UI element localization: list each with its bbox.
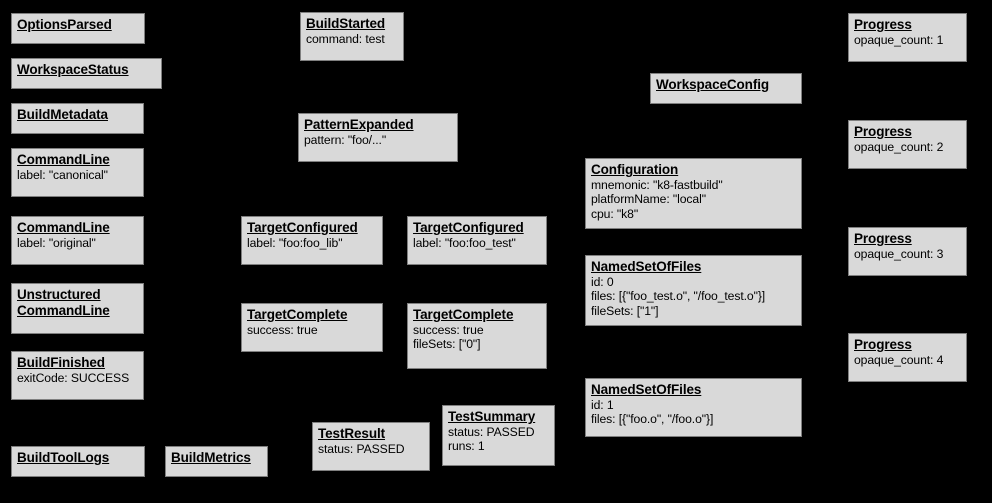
node-build-tool-logs[interactable]: BuildToolLogs: [11, 446, 145, 477]
node-field-files: files: [{"foo.o", "/foo.o"}]: [591, 412, 714, 427]
node-field-label: label: "foo:foo_test": [413, 235, 516, 250]
node-workspace-status[interactable]: WorkspaceStatus: [11, 58, 162, 89]
node-title: TargetConfigured: [247, 220, 358, 235]
node-field-opaque-count: opaque_count: 4: [854, 352, 944, 367]
node-unstructured-command-line[interactable]: Unstructured CommandLine: [11, 283, 144, 334]
node-field-mnemonic: mnemonic: "k8-fastbuild": [591, 177, 723, 192]
node-title: Unstructured CommandLine: [17, 287, 110, 318]
node-field-opaque-count: opaque_count: 1: [854, 32, 944, 47]
node-field-exit-code: exitCode: SUCCESS: [17, 370, 130, 385]
node-title: TargetConfigured: [413, 220, 524, 235]
node-title: Progress: [854, 17, 912, 32]
node-progress-4[interactable]: Progress opaque_count: 4: [848, 333, 967, 382]
node-title: TargetComplete: [247, 307, 348, 322]
node-title: Configuration: [591, 162, 679, 177]
node-command-line-canonical[interactable]: CommandLine label: "canonical": [11, 148, 144, 197]
node-field-files: files: [{"foo_test.o", "/foo_test.o"}]: [591, 289, 766, 304]
node-field-id: id: 1: [591, 397, 614, 412]
node-field-runs: runs: 1: [448, 439, 485, 454]
node-target-configured-test[interactable]: TargetConfigured label: "foo:foo_test": [407, 216, 547, 265]
node-title: TestResult: [318, 426, 386, 441]
node-named-set-of-files-1[interactable]: NamedSetOfFiles id: 1 files: [{"foo.o", …: [585, 378, 802, 437]
node-field-file-sets: fileSets: ["0"]: [413, 337, 481, 352]
node-target-configured-lib[interactable]: TargetConfigured label: "foo:foo_lib": [241, 216, 383, 265]
node-title: Progress: [854, 231, 912, 246]
node-title: BuildStarted: [306, 16, 386, 31]
node-configuration[interactable]: Configuration mnemonic: "k8-fastbuild" p…: [585, 158, 802, 229]
node-title: WorkspaceConfig: [656, 77, 770, 92]
node-build-metrics[interactable]: BuildMetrics: [165, 446, 268, 477]
node-title: BuildToolLogs: [17, 450, 110, 465]
node-title: PatternExpanded: [304, 117, 414, 132]
node-title: Progress: [854, 124, 912, 139]
node-progress-2[interactable]: Progress opaque_count: 2: [848, 120, 967, 169]
node-title: CommandLine: [17, 152, 110, 167]
node-named-set-of-files-0[interactable]: NamedSetOfFiles id: 0 files: [{"foo_test…: [585, 255, 802, 326]
node-progress-3[interactable]: Progress opaque_count: 3: [848, 227, 967, 276]
node-field-file-sets: fileSets: ["1"]: [591, 303, 659, 318]
node-target-complete-test[interactable]: TargetComplete success: true fileSets: […: [407, 303, 547, 369]
node-title: BuildMetrics: [171, 450, 251, 465]
node-command-line-original[interactable]: CommandLine label: "original": [11, 216, 144, 265]
node-field-label: label: "canonical": [17, 167, 108, 182]
node-build-metadata[interactable]: BuildMetadata: [11, 103, 144, 134]
node-workspace-config[interactable]: WorkspaceConfig: [650, 73, 802, 104]
node-field-opaque-count: opaque_count: 3: [854, 246, 944, 261]
node-field-status: status: PASSED: [318, 441, 405, 456]
node-title: BuildMetadata: [17, 107, 108, 122]
node-title: WorkspaceStatus: [17, 62, 129, 77]
node-field-success: success: true: [247, 322, 318, 337]
node-field-opaque-count: opaque_count: 2: [854, 139, 944, 154]
node-title: TargetComplete: [413, 307, 514, 322]
node-title: BuildFinished: [17, 355, 105, 370]
node-options-parsed[interactable]: OptionsParsed: [11, 13, 145, 44]
node-field-cpu: cpu: "k8": [591, 206, 639, 221]
node-field-platform-name: platformName: "local": [591, 192, 706, 207]
node-title: Progress: [854, 337, 912, 352]
node-title: NamedSetOfFiles: [591, 382, 702, 397]
node-title: TestSummary: [448, 409, 536, 424]
node-test-summary[interactable]: TestSummary status: PASSED runs: 1: [442, 405, 555, 466]
node-build-finished[interactable]: BuildFinished exitCode: SUCCESS: [11, 351, 144, 400]
node-progress-1[interactable]: Progress opaque_count: 1: [848, 13, 967, 62]
node-title: NamedSetOfFiles: [591, 259, 702, 274]
node-field-label: label: "original": [17, 235, 96, 250]
node-field-id: id: 0: [591, 274, 614, 289]
node-field-status: status: PASSED: [448, 424, 535, 439]
node-test-result[interactable]: TestResult status: PASSED: [312, 422, 430, 471]
node-title: OptionsParsed: [17, 17, 112, 32]
node-title: CommandLine: [17, 220, 110, 235]
node-target-complete-lib[interactable]: TargetComplete success: true: [241, 303, 383, 352]
node-field-pattern: pattern: "foo/...": [304, 132, 387, 147]
node-field-success: success: true: [413, 322, 484, 337]
node-field-label: label: "foo:foo_lib": [247, 235, 343, 250]
node-field-command: command: test: [306, 31, 385, 46]
node-pattern-expanded[interactable]: PatternExpanded pattern: "foo/...": [298, 113, 458, 162]
node-build-started[interactable]: BuildStarted command: test: [300, 12, 404, 61]
